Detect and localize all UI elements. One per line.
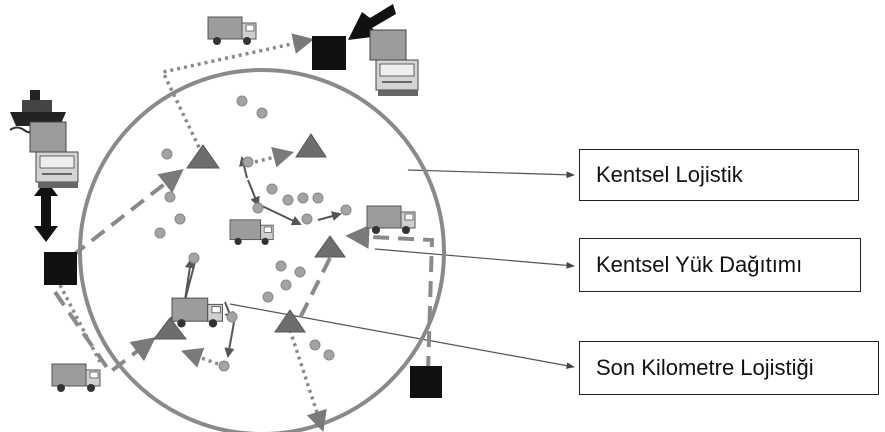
distribution-center-icon (186, 144, 220, 169)
city-boundary-circle (78, 68, 446, 432)
distribution-center-icon (274, 309, 306, 333)
delivery-point-icon (242, 156, 254, 168)
delivery-points (154, 95, 352, 372)
truck-icon (51, 363, 101, 393)
delivery-point-icon (164, 191, 176, 203)
delivery-point-icon (312, 192, 324, 204)
delivery-point-icon (309, 339, 321, 351)
depot-icon (410, 366, 442, 398)
delivery-point-icon (275, 260, 287, 272)
label-last-mile-logistics: Son Kilometre Lojistiği (596, 355, 814, 380)
label-box-urban-freight-distribution: Kentsel Yük Dağıtımı (579, 238, 861, 292)
route-right-depot-to-triangle (345, 224, 435, 373)
route-depot-to-bottom-truck (58, 284, 102, 363)
depot-icon (44, 252, 77, 285)
distribution-centers (152, 133, 346, 340)
external-dashed-routes (53, 169, 435, 375)
truck-icon (29, 121, 79, 189)
leader-line-last-mile (229, 303, 575, 369)
label-urban-logistics: Kentsel Lojistik (596, 162, 743, 187)
delivery-point-icon (297, 192, 309, 204)
van-icon (171, 297, 223, 329)
delivery-point-icon (188, 252, 200, 264)
delivery-point-icon (280, 279, 292, 291)
truck-icon (369, 29, 419, 97)
delivery-point-icon (282, 194, 294, 206)
depot-icon (312, 36, 346, 70)
thick-arrow-icon (348, 4, 396, 40)
dotted-routes (58, 33, 327, 432)
distribution-center-icon (152, 317, 188, 340)
label-urban-freight-distribution: Kentsel Yük Dağıtımı (596, 252, 803, 277)
delivery-point-icon (236, 95, 248, 107)
distribution-center-icon (295, 133, 327, 158)
double-arrow-icon (34, 180, 58, 242)
leader-line-urban-freight (374, 248, 575, 269)
delivery-point-icon (262, 291, 274, 303)
label-box-last-mile-logistics: Son Kilometre Lojistiği (579, 341, 879, 395)
delivery-point-icon (174, 213, 186, 225)
truck-icon (366, 205, 416, 235)
label-box-urban-logistics: Kentsel Lojistik (579, 149, 859, 201)
delivery-point-icon (154, 227, 166, 239)
delivery-point-icon (323, 349, 335, 361)
route-triangle-to-top-depot (160, 33, 315, 161)
route-dot-to-triangle-bottom (181, 347, 219, 368)
delivery-point-icon (252, 202, 264, 214)
delivery-point-icon (301, 213, 313, 225)
delivery-point-icon (294, 266, 306, 278)
delivery-point-icon (161, 148, 173, 160)
van-icon (229, 219, 274, 246)
delivery-point-icon (218, 360, 230, 372)
route-depot-to-triangle-bottom (53, 290, 156, 375)
route-depot-to-triangle-1 (70, 169, 184, 258)
thick-arrows (34, 4, 396, 242)
route-triangle-2-to-triangle-3 (298, 257, 332, 319)
route-triangle-to-bottom-exit (288, 329, 327, 432)
route-dot-to-triangle-top (254, 147, 295, 168)
delivery-point-icon (226, 311, 238, 323)
leader-line-urban-logistics (407, 169, 575, 179)
delivery-point-icon (266, 183, 278, 195)
delivery-point-icon (340, 204, 352, 216)
distribution-center-icon (314, 235, 346, 258)
depots (44, 36, 442, 398)
truck-icon (207, 16, 257, 46)
delivery-point-icon (256, 107, 268, 119)
